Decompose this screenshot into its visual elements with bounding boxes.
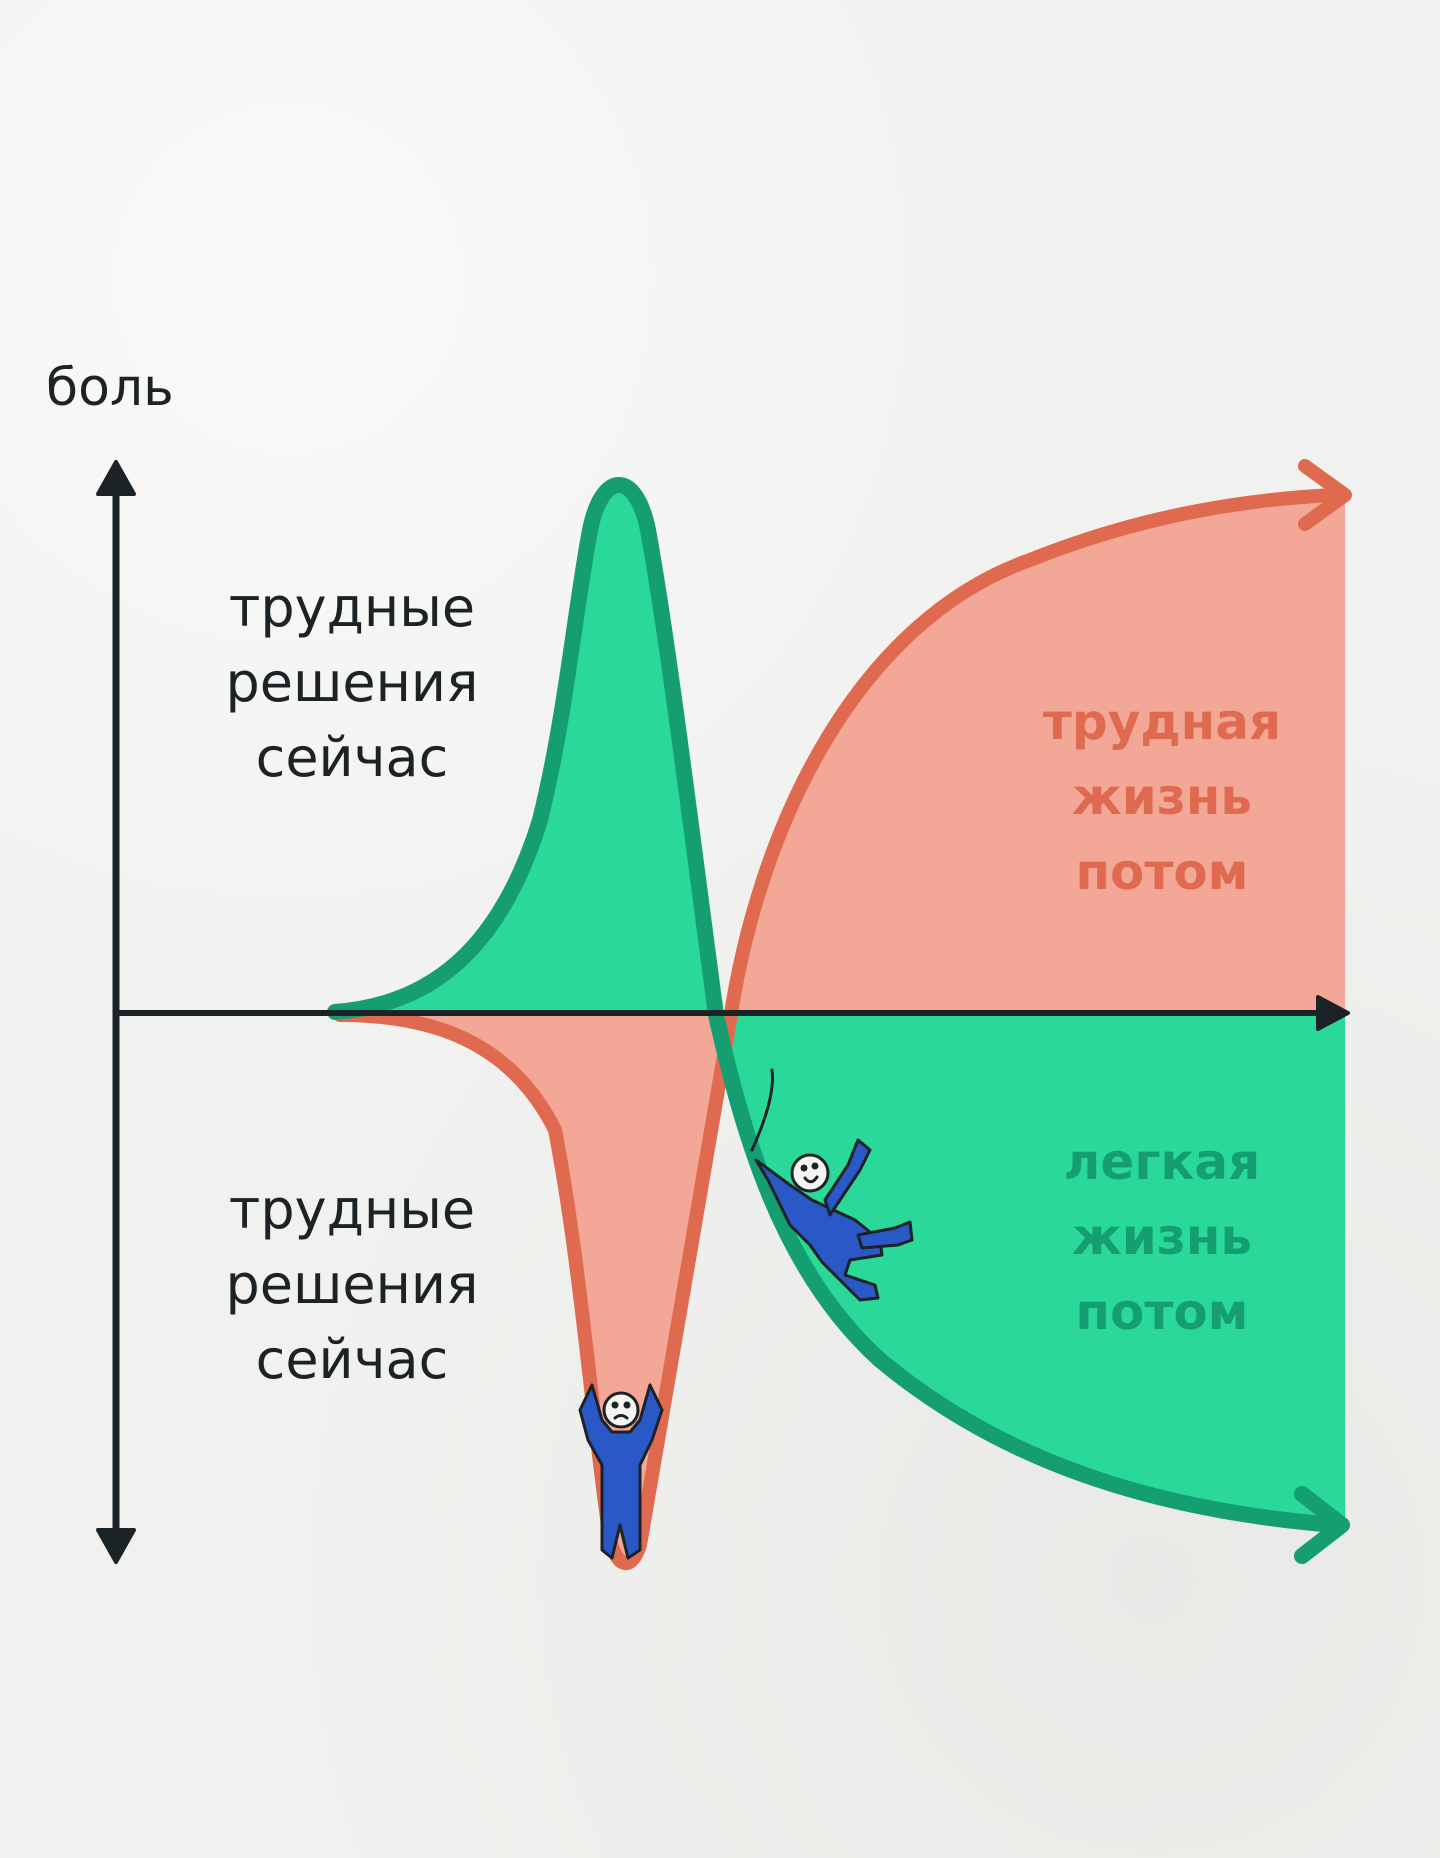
- y-axis-label: боль: [46, 358, 174, 418]
- red-upper-area: [732, 495, 1345, 1015]
- green-curve: [327, 477, 1343, 1533]
- bottom-right-line-3: потом: [1075, 1283, 1249, 1341]
- green-peak-area: [335, 485, 716, 1015]
- y-axis-arrow-up: [96, 460, 136, 496]
- green-lower-area: [716, 1015, 1345, 1525]
- top-left-label: трудные решения сейчас: [162, 570, 542, 795]
- bottom-left-label: трудные решения сейчас: [162, 1172, 542, 1397]
- bottom-right-label: легкая жизнь потом: [1002, 1125, 1322, 1350]
- bottom-left-line-1: трудные: [228, 1178, 476, 1241]
- person-icon-standing: [578, 1383, 664, 1560]
- top-left-line-3: сейчас: [255, 726, 449, 789]
- y-axis-arrow-down: [96, 1528, 136, 1564]
- top-right-line-1: трудная: [1042, 693, 1282, 751]
- bottom-left-line-2: решения: [225, 1253, 479, 1316]
- bottom-right-line-2: жизнь: [1071, 1208, 1252, 1266]
- top-left-line-2: решения: [225, 651, 479, 714]
- top-right-line-3: потом: [1075, 843, 1249, 901]
- top-left-line-1: трудные: [228, 576, 476, 639]
- x-axis-arrow: [1316, 995, 1350, 1031]
- red-curve: [333, 488, 1342, 1571]
- top-right-label: трудная жизнь потом: [1002, 685, 1322, 910]
- person-icon-falling: [750, 1068, 914, 1302]
- bottom-left-line-3: сейчас: [255, 1328, 449, 1391]
- top-right-line-2: жизнь: [1071, 768, 1252, 826]
- red-arrowhead: [1298, 459, 1352, 531]
- green-arrowhead: [1294, 1486, 1350, 1564]
- bottom-right-line-1: легкая: [1063, 1133, 1261, 1191]
